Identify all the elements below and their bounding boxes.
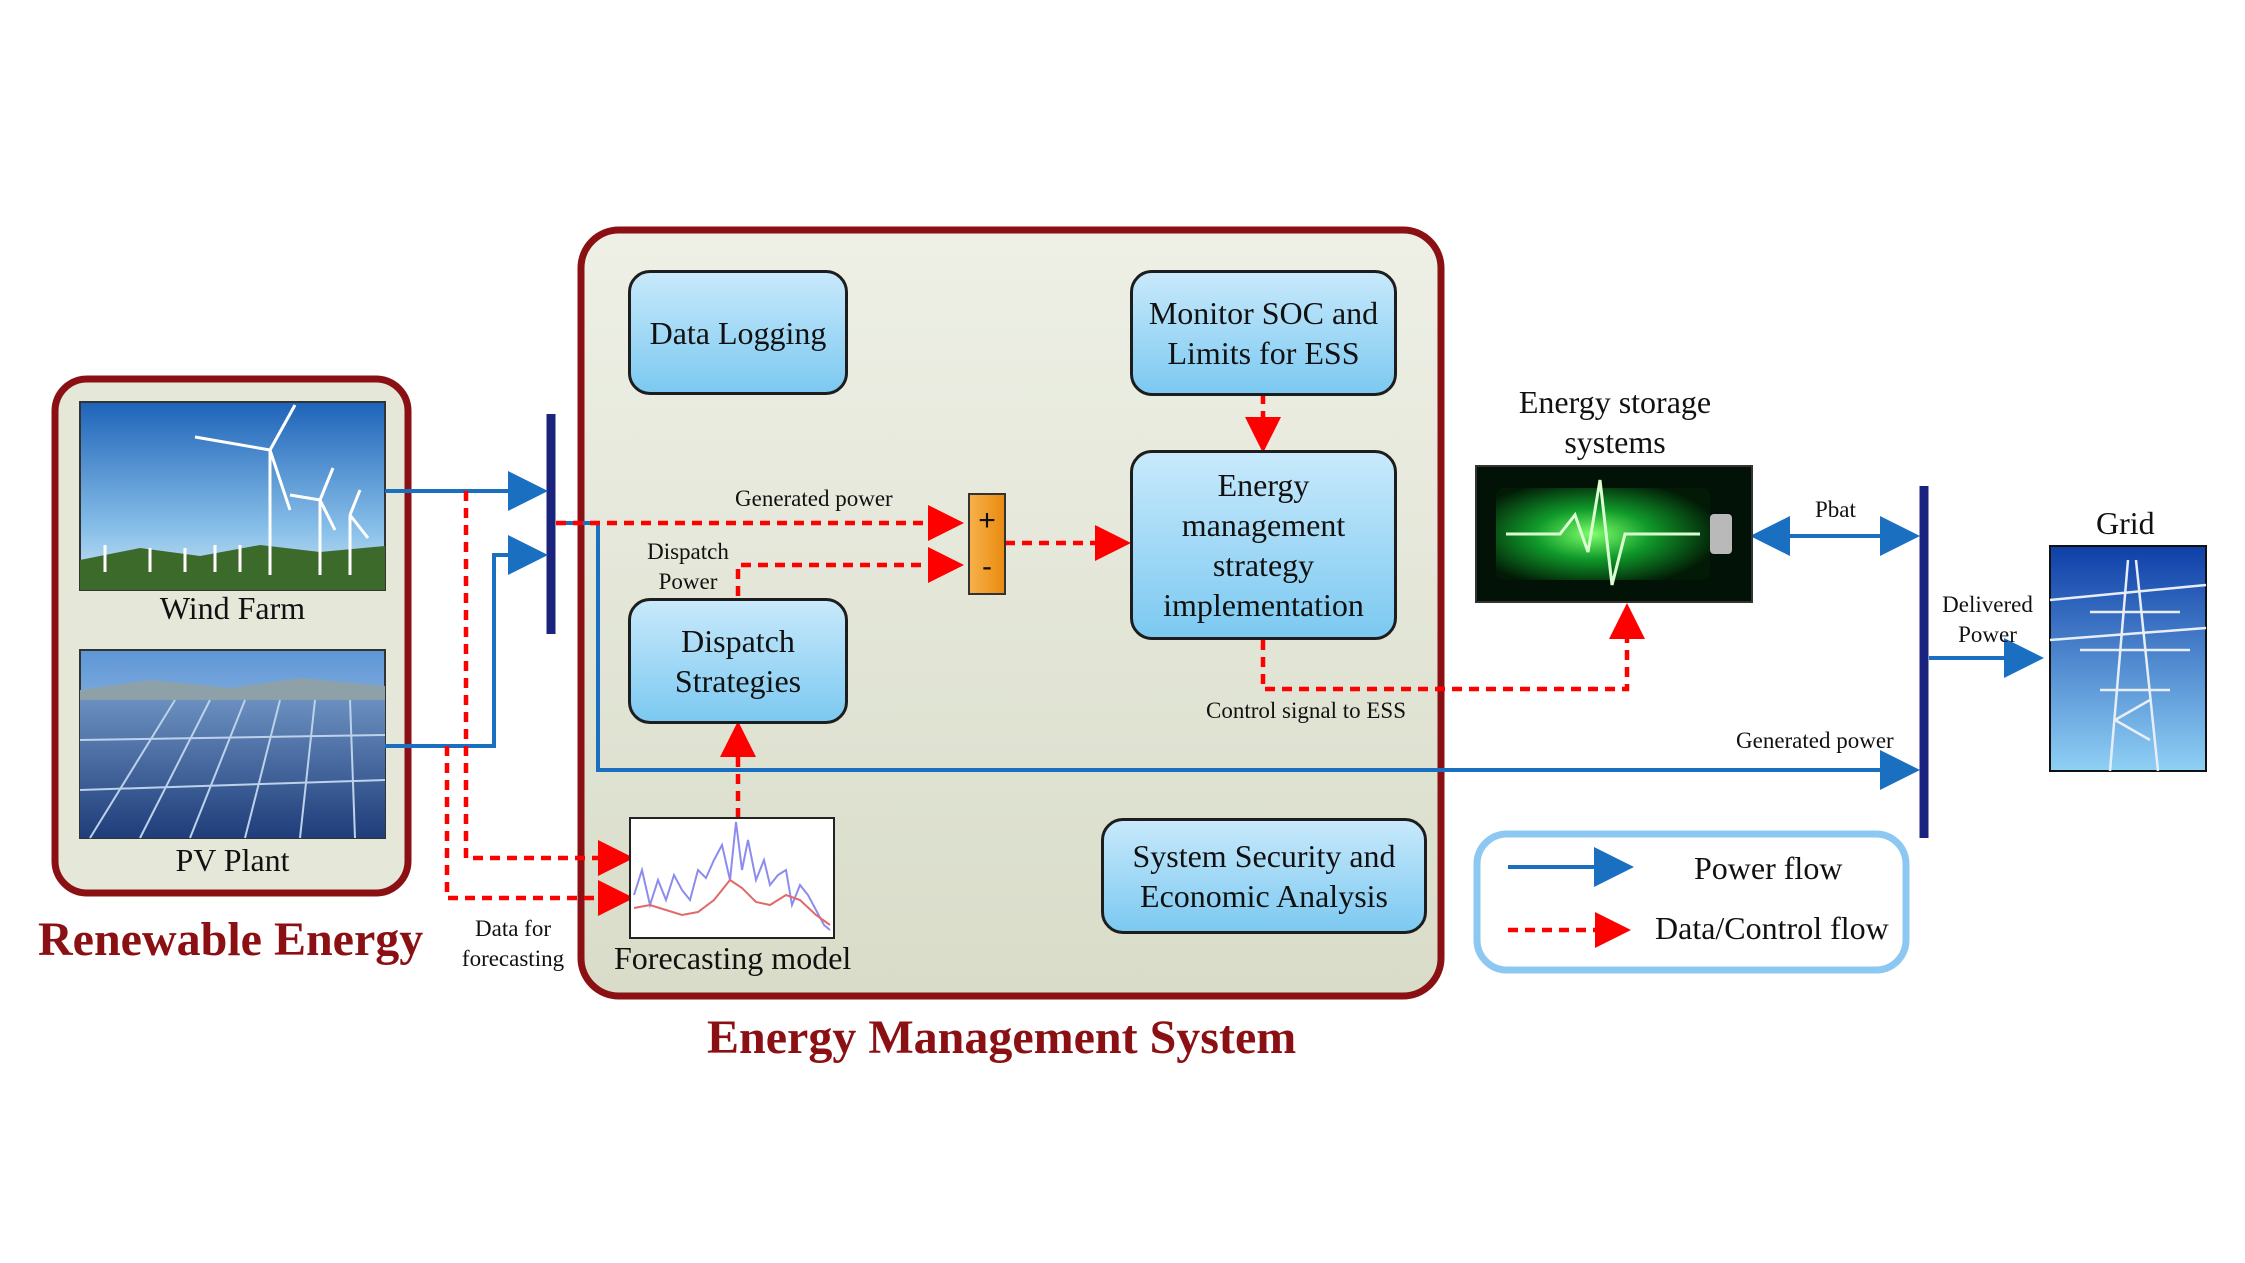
- dispatch-power-data-line: [735, 547, 964, 596]
- grid-label: Grid: [2096, 505, 2155, 541]
- pv-to-bus-line: [385, 535, 548, 748]
- legend-data-flow-label: Data/Control flow: [1655, 910, 1889, 946]
- pv-plant-label: PV Plant: [175, 842, 290, 878]
- grid-image: [2049, 545, 2207, 772]
- data-for-forecasting-label: Data for forecasting: [461, 916, 565, 971]
- forecasting-model-label: Forecasting model: [614, 940, 852, 976]
- control-signal-line: [1260, 603, 1645, 692]
- pv-plant-image: [79, 649, 386, 839]
- renewable-energy-title: Renewable Energy: [38, 913, 424, 966]
- wind-forecast-data-line: [463, 491, 634, 876]
- data-flow-lines: [444, 394, 1645, 916]
- monitor-soc-box: Monitor SOC and Limits for ESS: [1130, 270, 1397, 396]
- generated-power-label: Generated power: [735, 486, 893, 511]
- delivered-power-label: Delivered Power: [1942, 592, 2033, 647]
- ems-frame: [577, 226, 1445, 1000]
- security-analysis-box: System Security and Economic Analysis: [1101, 818, 1427, 934]
- sum-minus-sign: -: [982, 550, 992, 583]
- sum-plus-sign: +: [978, 504, 996, 537]
- ems-title: Energy Management System: [707, 1011, 1297, 1064]
- energy-storage-label: Energy storage systems: [1518, 384, 1712, 460]
- legend-power-flow-label: Power flow: [1694, 850, 1843, 886]
- wind-farm-label: Wind Farm: [159, 590, 306, 626]
- generated-power-grid-label: Generated power: [1736, 728, 1894, 753]
- control-signal-label: Control signal to ESS: [1206, 698, 1406, 723]
- ems-implementation-box: Energy management strategy implementatio…: [1130, 450, 1397, 640]
- legend: [1473, 830, 1910, 974]
- energy-storage-image: [1475, 465, 1753, 603]
- data-logging-box: Data Logging: [628, 270, 848, 395]
- summing-junction: [968, 493, 1006, 595]
- forecasting-model-image: [629, 817, 835, 939]
- dispatch-power-label: Dispatch Power: [647, 539, 729, 594]
- dispatch-strategies-box: Dispatch Strategies: [628, 598, 848, 724]
- pbat-label: Pbat: [1815, 497, 1856, 522]
- wind-farm-image: [79, 401, 386, 591]
